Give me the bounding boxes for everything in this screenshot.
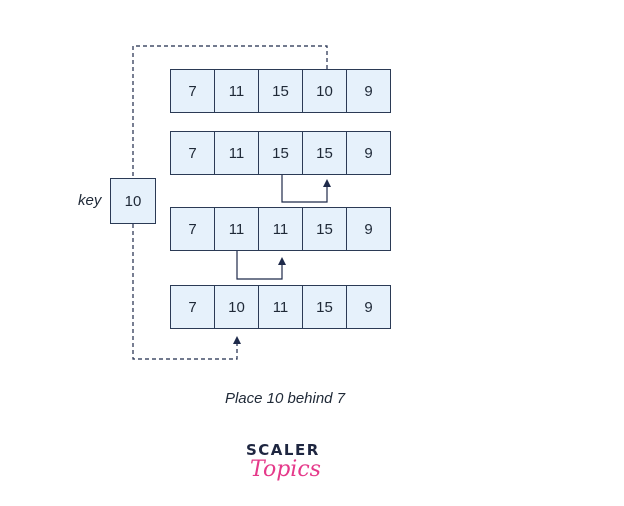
array-cell: 11: [214, 207, 259, 251]
shift-11-arrow: [236, 251, 283, 280]
logo-wordmark-top: SCALER: [246, 441, 320, 459]
key-extract-dashed-line: [132, 45, 328, 178]
key-value-box: 10: [110, 178, 156, 224]
array-cell: 9: [346, 69, 391, 113]
array-cell: 15: [302, 285, 347, 329]
logo-wordmark-bottom: Topics: [250, 457, 321, 482]
array-cell: 7: [170, 69, 215, 113]
array-cell: 15: [258, 131, 303, 175]
array-cell: 11: [258, 285, 303, 329]
array-cell: 10: [214, 285, 259, 329]
array-cell: 11: [214, 131, 259, 175]
array-row-2: 7 11 15 15 9: [170, 131, 391, 175]
scaler-topics-logo: SCALER Topics: [246, 442, 336, 482]
array-cell: 7: [170, 131, 215, 175]
array-cell: 9: [346, 131, 391, 175]
array-cell: 15: [302, 131, 347, 175]
array-cell: 7: [170, 207, 215, 251]
array-cell: 10: [302, 69, 347, 113]
array-cell: 9: [346, 285, 391, 329]
shift-11-arrowhead: [278, 257, 286, 265]
array-row-4: 7 10 11 15 9: [170, 285, 391, 329]
array-row-1: 7 11 15 10 9: [170, 69, 391, 113]
key-label: key: [78, 192, 102, 209]
array-cell: 15: [302, 207, 347, 251]
array-cell: 7: [170, 285, 215, 329]
diagram-caption: Place 10 behind 7: [224, 390, 346, 407]
shift-15-arrow: [281, 175, 328, 203]
key-insert-arrowhead: [233, 336, 241, 344]
array-cell: 15: [258, 69, 303, 113]
array-cell: 11: [258, 207, 303, 251]
array-row-3: 7 11 11 15 9: [170, 207, 391, 251]
shift-15-arrowhead: [323, 179, 331, 187]
array-cell: 11: [214, 69, 259, 113]
array-cell: 9: [346, 207, 391, 251]
